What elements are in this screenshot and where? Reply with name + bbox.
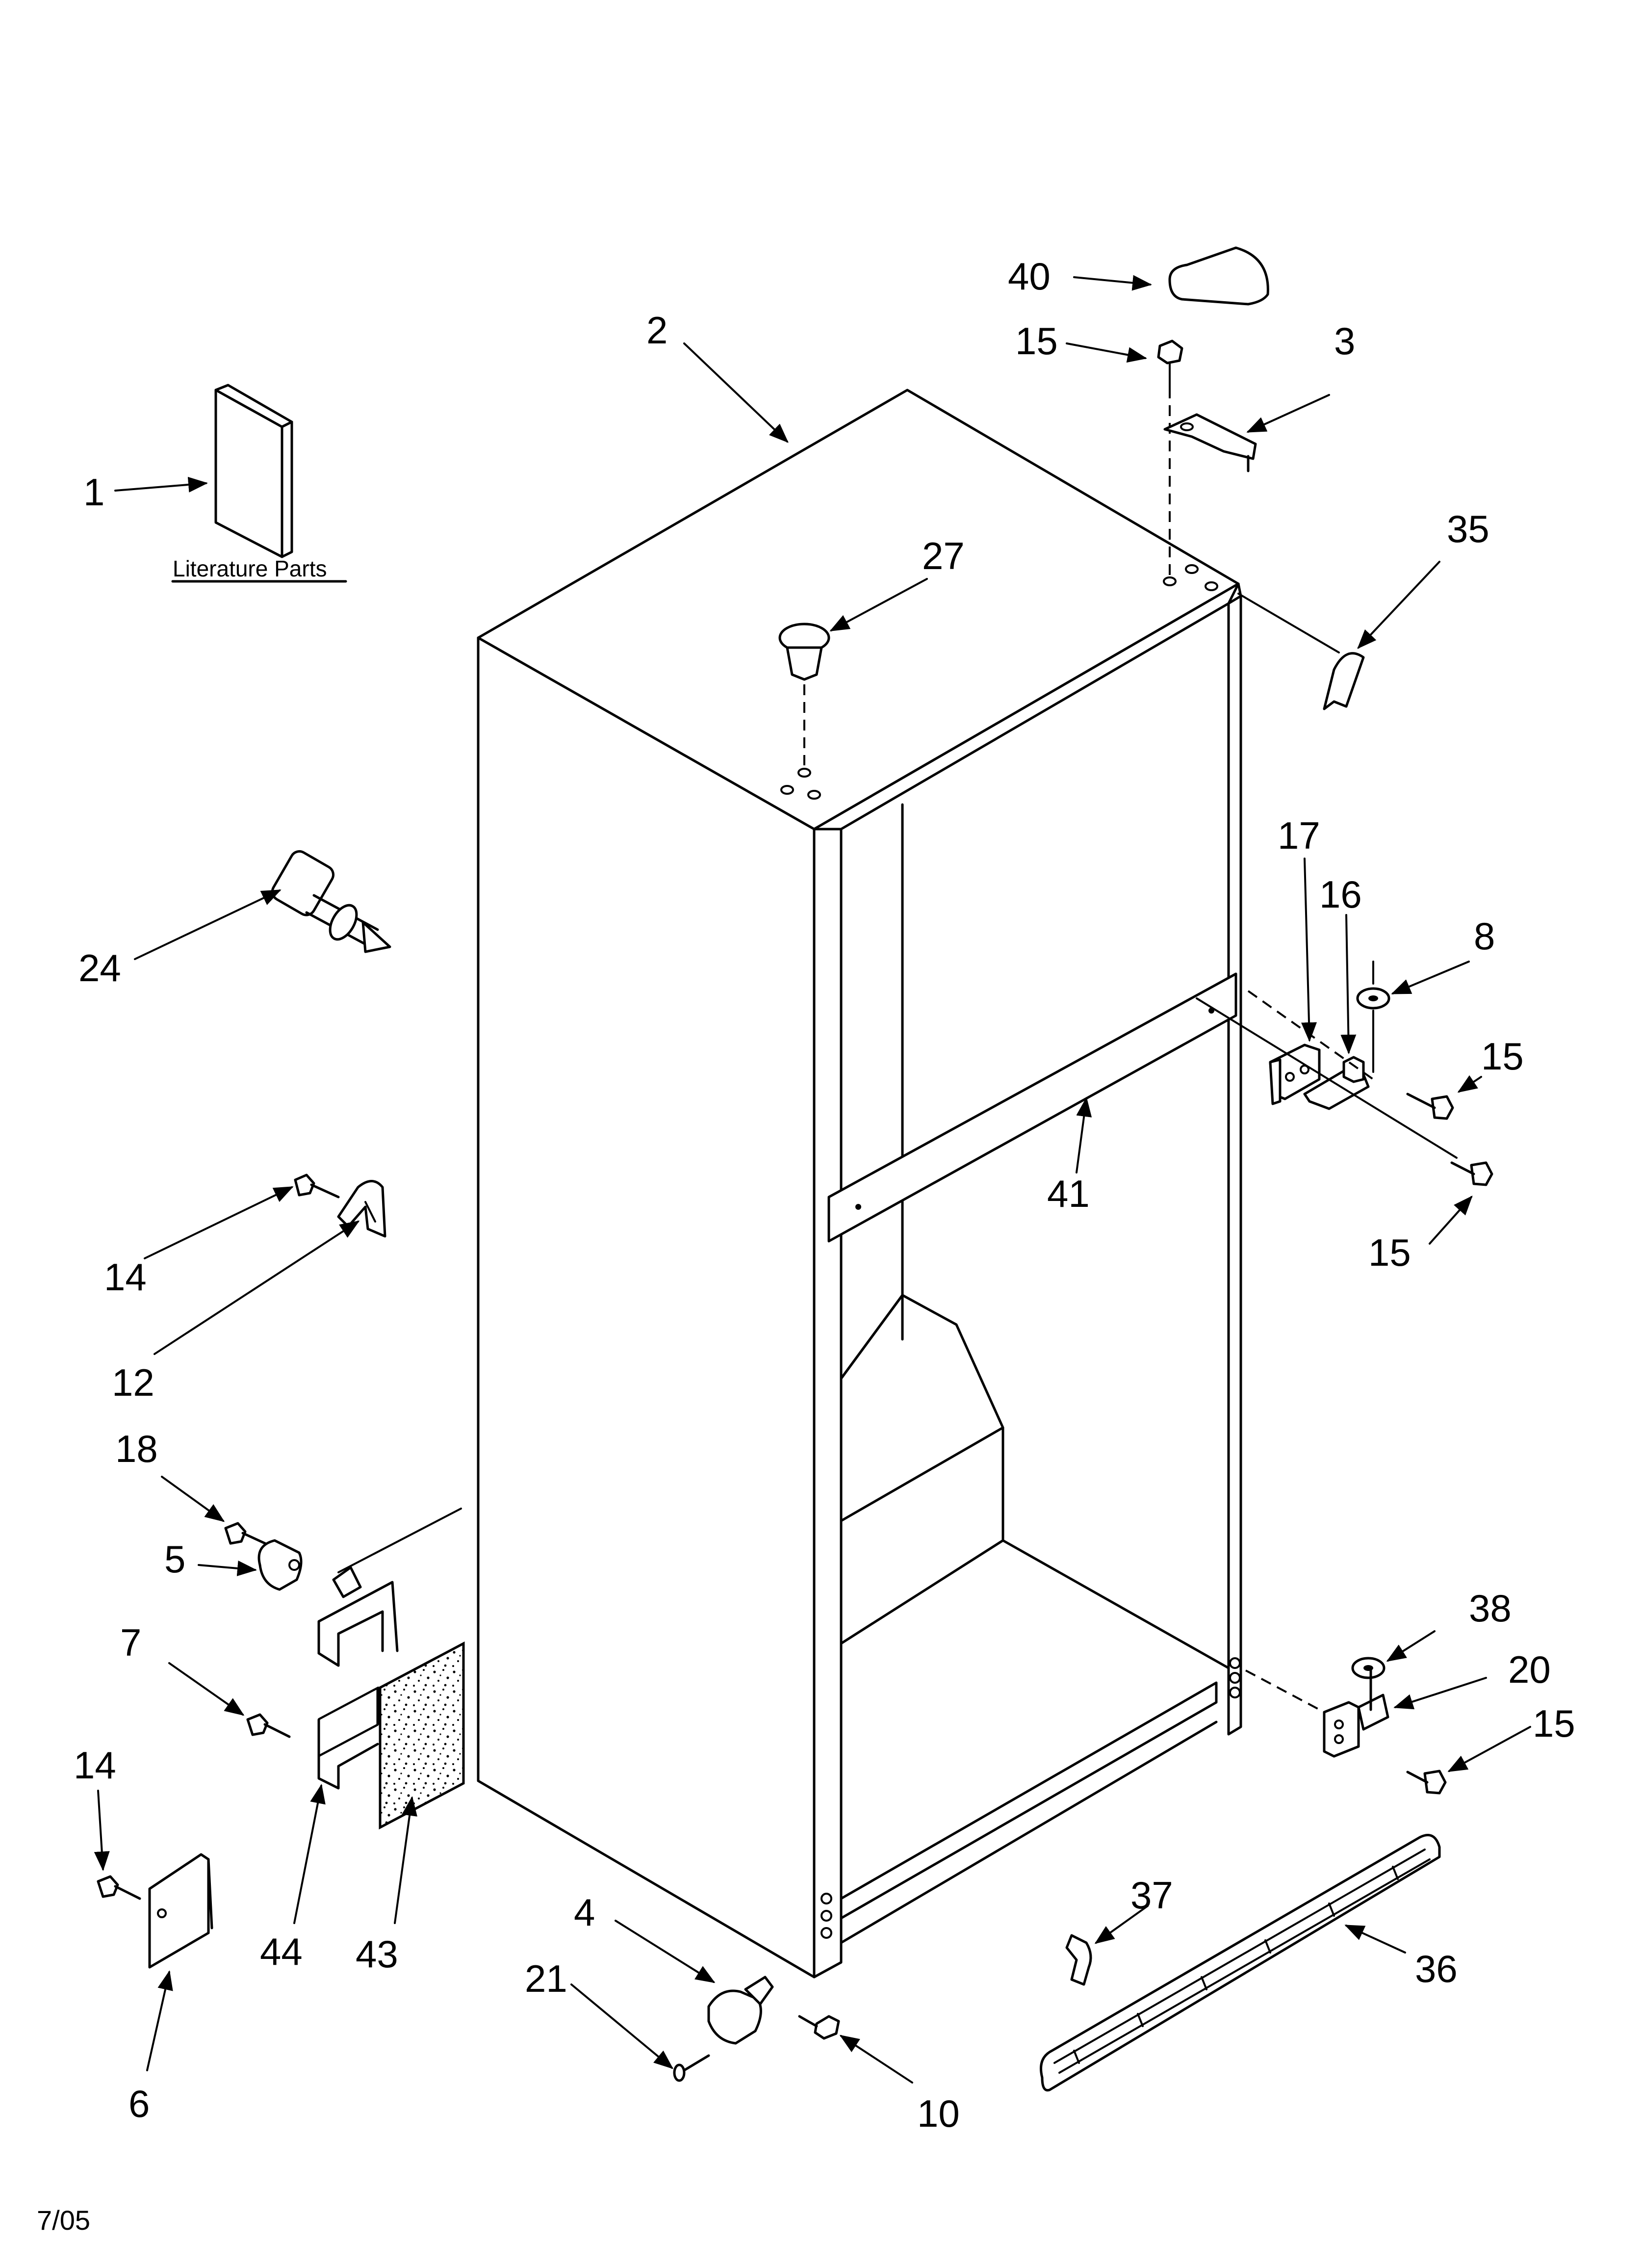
callout-6: 6: [128, 2082, 150, 2125]
callout-15-lowmid: 15: [1368, 1231, 1411, 1274]
grille-clip-part: [1065, 1934, 1092, 1986]
callout-14-lower: 14: [74, 1744, 116, 1787]
callout-7: 7: [120, 1621, 141, 1664]
callout-35: 35: [1447, 507, 1489, 550]
literature-parts-label: Literature Parts: [173, 556, 327, 581]
screw-guide: [1196, 997, 1458, 1159]
footer-date: 7/05: [37, 2205, 90, 2236]
leader-lines: [94, 275, 1531, 2084]
left-bracket-screw-part: [294, 1173, 340, 1199]
callout-37: 37: [1130, 1874, 1173, 1917]
leveling-leg-part: [271, 850, 391, 953]
center-hinge-screw-b-part: [1450, 1161, 1493, 1186]
center-hinge-bracket-part: [1269, 1043, 1321, 1105]
center-hinge-part: [1303, 1056, 1370, 1110]
top-trim-part: [1323, 652, 1365, 710]
callout-18: 18: [115, 1427, 158, 1470]
toe-grille-part: [1040, 1834, 1441, 2092]
bottom-hinge-screw-part: [1406, 1770, 1447, 1795]
hinge-cover-part: [1168, 246, 1269, 306]
lower-cover-screw-part: [97, 1875, 141, 1900]
insulation-pad-part: [379, 1641, 465, 1830]
bottom-hinge-part: [1323, 1667, 1389, 1758]
callout-15-mid: 15: [1481, 1035, 1524, 1078]
callout-16: 16: [1319, 873, 1362, 916]
callout-15-bottom: 15: [1533, 1702, 1575, 1745]
bottom-hinge-washer-part: [1351, 1657, 1385, 1679]
callout-1: 1: [83, 470, 104, 514]
callout-2: 2: [646, 309, 667, 352]
bottom-hinge-guide: [1245, 1669, 1325, 1713]
hinge-bracket-assembly-part: [317, 1508, 462, 1790]
callout-20: 20: [1508, 1648, 1551, 1691]
callout-14-upper: 14: [104, 1255, 147, 1299]
callout-38: 38: [1469, 1587, 1512, 1630]
trim-guide: [1237, 593, 1340, 653]
cord-clamp-part: [707, 1976, 774, 2045]
callout-44: 44: [260, 1930, 303, 1973]
callout-10: 10: [917, 2092, 960, 2135]
callout-41: 41: [1047, 1172, 1090, 1215]
top-plug-part: [778, 623, 830, 681]
callout-40: 40: [1008, 255, 1051, 298]
callout-21: 21: [525, 1957, 567, 2000]
hinge-cover-lower-part: [148, 1853, 213, 1969]
callout-labels: 1 2 40 15 3 27 35 24 17 16 8 15 41 15 14…: [74, 255, 1575, 2135]
left-bracket-part: [337, 1180, 386, 1238]
callout-17: 17: [1278, 814, 1320, 857]
clamp-screw-part: [224, 1522, 276, 1549]
center-hinge-washer-part: [1356, 961, 1390, 1073]
callout-36: 36: [1415, 1947, 1458, 1990]
top-hinge-screw-part: [1157, 339, 1183, 389]
literature-book-part: [214, 384, 293, 558]
callout-4: 4: [574, 1891, 595, 1934]
callout-3: 3: [1334, 319, 1355, 363]
callout-15-top: 15: [1015, 319, 1058, 363]
callout-43: 43: [356, 1932, 398, 1976]
top-hinge-part: [1163, 413, 1257, 472]
callout-5: 5: [164, 1538, 185, 1581]
bottom-screw-part: [798, 2015, 840, 2040]
callout-27: 27: [922, 534, 965, 577]
center-hinge-screw-a-part: [1406, 1093, 1454, 1120]
callout-8: 8: [1474, 914, 1495, 958]
clamp-part: [257, 1539, 303, 1591]
bracket-screw-part: [246, 1713, 291, 1738]
cord-clamp-screw-part: [673, 2054, 710, 2082]
refrigerator-cabinet: [477, 389, 1242, 1979]
callout-12: 12: [112, 1361, 154, 1404]
callout-24: 24: [78, 946, 121, 990]
